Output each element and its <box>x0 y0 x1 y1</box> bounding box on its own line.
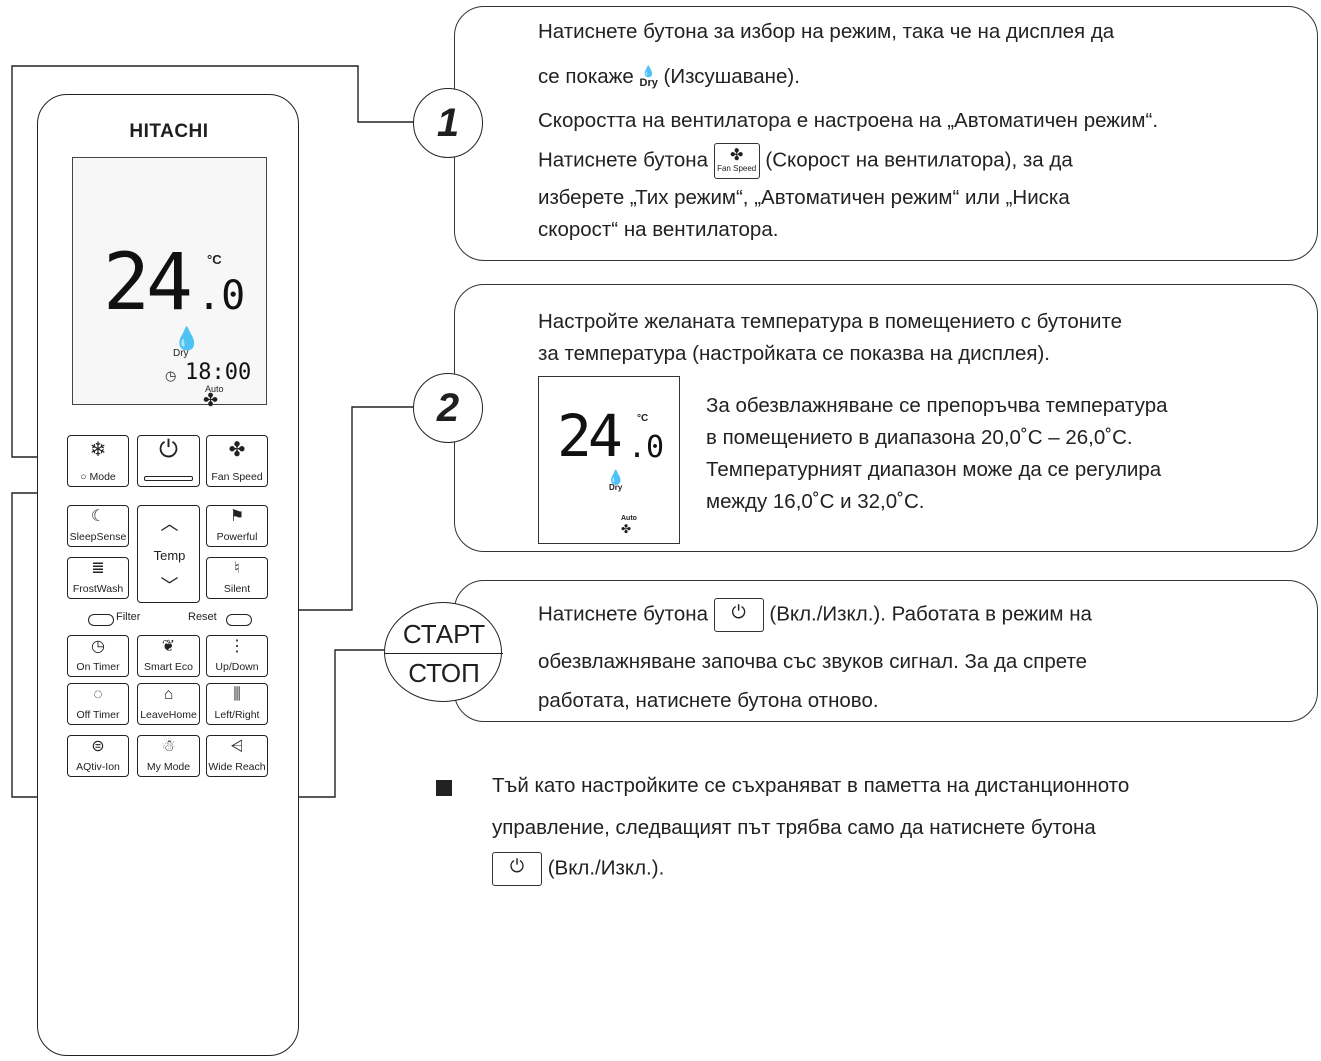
fan-icon: ✤ <box>729 147 744 164</box>
fan-speed-inline-icon: ✤Fan Speed <box>713 143 760 179</box>
step1-line4: Натиснете бутона ✤Fan Speed (Скорост на … <box>538 143 1073 179</box>
temp-down-button[interactable]: ﹀ <box>160 576 179 596</box>
step2-note2: в помещението в диапазона 20,0˚C – 26,0˚… <box>706 426 1133 449</box>
dry-icon: 💧 <box>607 469 625 485</box>
temp-label: Temp <box>153 548 186 563</box>
timer-off-icon: ◌ <box>93 686 103 703</box>
temp-up-button[interactable]: ︿ <box>160 514 179 534</box>
lcd-temperature: 24 <box>103 238 193 328</box>
user-mode-icon: ☃ <box>161 738 176 755</box>
step2-note4: между 16,0˚C и 32,0˚C. <box>706 490 925 513</box>
up-down-button[interactable]: ⋮ Up/Down <box>206 635 268 677</box>
step1-line1: Натиснете бутона за избор на режим, така… <box>538 20 1115 43</box>
step2-note3: Температурният диапазон може да се регул… <box>706 458 1162 481</box>
step2-note1: За обезвлажняване се препоръчва температ… <box>706 394 1168 417</box>
my-mode-button[interactable]: ☃ My Mode <box>137 735 200 777</box>
note-line2: управление, следващият път трябва само д… <box>492 816 1096 839</box>
frostwash-icon: ≣ <box>91 560 105 577</box>
reset-button[interactable] <box>226 614 252 626</box>
dry-icon: 💧 <box>173 326 201 351</box>
fan-icon: ✤ <box>228 439 246 461</box>
lcd-unit: °C <box>207 252 222 267</box>
power-bar <box>144 476 193 481</box>
step3-line2: обезвлажняване започва със звуков сигнал… <box>538 650 1088 673</box>
start-label: СТАРТ <box>402 619 486 649</box>
step1-line3: Скоростта на вентилатора е настроена на … <box>538 109 1159 132</box>
smart-eco-button[interactable]: ❦ Smart Eco <box>137 635 200 677</box>
step3-box <box>454 580 1318 722</box>
stop-label: СТОП <box>408 658 480 688</box>
remote-lcd-display: 24 .0 °C 💧 Dry ◷ 18:00 Auto ✤ <box>72 157 267 410</box>
timer-icon: ◷ <box>91 638 105 655</box>
lcd-temperature-decimal: .0 <box>197 273 246 319</box>
silent-button[interactable]: ♮ Silent <box>206 557 268 599</box>
step2-lcd-temperature: 24 <box>557 402 623 470</box>
remote-control: HITACHI 24 .0 °C 💧 Dry ◷ 18:00 Auto ✤ ❄ … <box>37 94 299 1056</box>
note-line1: Тъй като настройките се съхраняват в пам… <box>492 774 1130 797</box>
dry-icon: 💧Dry <box>639 65 658 89</box>
step2-lcd-unit: °C <box>637 413 649 424</box>
step3-line3: работата, натиснете бутона отново. <box>538 689 879 712</box>
fan-speed-button[interactable]: ✤ Fan Speed <box>206 435 268 487</box>
aqtiv-ion-button[interactable]: ⊜ AQtiv-Ion <box>67 735 129 777</box>
step2-lcd-fan-label: Auto <box>621 515 637 522</box>
power-inline-icon: ⏻ <box>492 852 542 886</box>
step2-lcd-mode-label: Dry <box>609 483 623 492</box>
filter-label: Filter <box>116 611 141 623</box>
fan-icon: ✤ <box>621 522 632 536</box>
brand-logo: HITACHI <box>129 121 209 142</box>
step3-line1: Натиснете бутона ⏻ (Вкл./Изкл.). Работат… <box>538 598 1092 632</box>
step1-number: 1 <box>413 88 483 158</box>
left-right-button[interactable]: ⫼ Left/Right <box>206 683 268 725</box>
lcd-mode-label: Dry <box>173 348 189 359</box>
start-stop-badge: СТАРТ СТОП <box>384 602 503 702</box>
moon-icon: ☾ <box>90 508 106 525</box>
powerful-icon: ⚑ <box>229 508 245 525</box>
step2-line1: Настройте желаната температура в помещен… <box>538 310 1123 333</box>
leavehome-button[interactable]: ⌂ LeaveHome <box>137 683 200 725</box>
wide-reach-button[interactable]: ⩤ Wide Reach <box>206 735 268 777</box>
sleepsense-button[interactable]: ☾ SleepSense <box>67 505 129 547</box>
step1-line6: скорост“ на вентилатора. <box>538 218 779 241</box>
off-timer-button[interactable]: ◌ Off Timer <box>67 683 129 725</box>
silent-icon: ♮ <box>234 560 240 577</box>
lcd-fan-label: Auto <box>205 384 224 394</box>
swing-vertical-icon: ⋮ <box>229 638 245 655</box>
mode-button[interactable]: ❄ ○ Mode <box>67 435 129 487</box>
note-line3: ⏻ (Вкл./Изкл.). <box>492 852 664 886</box>
start-stop-divider <box>385 653 503 654</box>
power-button[interactable]: ⏻ <box>137 435 200 487</box>
reset-label: Reset <box>188 611 217 623</box>
temp-button-group: ︿ Temp ﹀ <box>137 505 200 603</box>
step2-number: 2 <box>413 373 483 443</box>
powerful-button[interactable]: ⚑ Powerful <box>206 505 268 547</box>
step2-line2: за температура (настройката се показва н… <box>538 342 1050 365</box>
step1-line5: изберете „Тих режим“, „Автоматичен режим… <box>538 186 1070 209</box>
clock-icon: ◷ <box>165 368 177 383</box>
lcd-timer: 18:00 <box>185 360 252 385</box>
swing-horizontal-icon: ⫼ <box>233 686 241 703</box>
snowflake-icon: ❄ <box>89 439 107 461</box>
power-inline-icon: ⏻ <box>713 598 764 632</box>
wide-reach-icon: ⩤ <box>230 738 244 755</box>
step2-lcd-temperature-decimal: .0 <box>628 430 665 465</box>
home-exit-icon: ⌂ <box>163 686 174 703</box>
leaf-icon: ❦ <box>161 638 176 655</box>
frostwash-button[interactable]: ≣ FrostWash <box>67 557 129 599</box>
power-icon: ⏻ <box>159 436 178 463</box>
fan-icon: ✤ <box>203 390 219 410</box>
step2-lcd-display: 24 .0 °C 💧 Dry Auto ✤ <box>538 376 680 544</box>
step1-line2: се покаже 💧Dry (Изсушаване). <box>538 65 800 89</box>
step1-box <box>454 6 1318 261</box>
filter-button[interactable] <box>88 614 114 626</box>
ion-icon: ⊜ <box>91 738 105 755</box>
on-timer-button[interactable]: ◷ On Timer <box>67 635 129 677</box>
note-bullet <box>436 780 452 796</box>
